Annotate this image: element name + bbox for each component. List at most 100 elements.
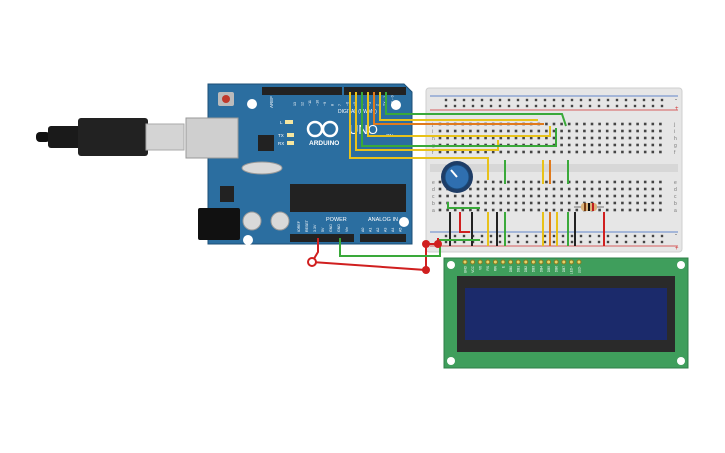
breadboard-hole[interactable] (491, 136, 495, 140)
breadboard-hole[interactable] (560, 143, 563, 147)
rail-hole[interactable] (471, 98, 475, 102)
breadboard-hole[interactable] (643, 136, 647, 140)
breadboard-hole[interactable] (598, 208, 601, 212)
breadboard-hole[interactable] (613, 122, 617, 126)
rail-hole[interactable] (651, 234, 655, 238)
breadboard-hole[interactable] (499, 136, 503, 140)
rail-hole[interactable] (507, 234, 511, 238)
rail-hole[interactable] (642, 98, 646, 102)
breadboard-hole[interactable] (605, 187, 609, 191)
rail-hole[interactable] (552, 98, 556, 102)
breadboard-hole[interactable] (659, 201, 662, 205)
breadboard-hole[interactable] (491, 187, 495, 191)
breadboard-hole[interactable] (636, 187, 639, 191)
rail-hole[interactable] (642, 240, 646, 244)
rail-hole[interactable] (660, 240, 664, 244)
breadboard-hole[interactable] (575, 122, 579, 126)
rail-hole[interactable] (498, 240, 502, 244)
breadboard-hole[interactable] (453, 208, 457, 212)
breadboard-hole[interactable] (598, 143, 601, 147)
rail-hole[interactable] (561, 240, 565, 244)
breadboard-hole[interactable] (598, 194, 601, 198)
wire-yellow-d2[interactable] (379, 92, 538, 121)
breadboard-hole[interactable] (461, 150, 465, 154)
rail-hole[interactable] (453, 104, 457, 108)
lcd-pin[interactable] (561, 259, 567, 265)
breadboard-hole[interactable] (621, 136, 624, 140)
breadboard-hole[interactable] (651, 187, 655, 191)
breadboard-hole[interactable] (446, 136, 449, 140)
lcd-pin[interactable] (546, 259, 552, 265)
breadboard-hole[interactable] (659, 122, 662, 126)
rail-hole[interactable] (525, 240, 529, 244)
breadboard-hole[interactable] (605, 150, 609, 154)
rail-hole[interactable] (570, 98, 574, 102)
lcd-pin[interactable] (530, 259, 536, 265)
breadboard-hole[interactable] (567, 122, 571, 126)
breadboard-hole[interactable] (469, 187, 472, 191)
breadboard-hole[interactable] (575, 150, 579, 154)
lcd-pin[interactable] (568, 259, 574, 265)
breadboard-hole[interactable] (484, 129, 487, 133)
rail-hole[interactable] (507, 98, 511, 102)
breadboard-hole[interactable] (476, 136, 480, 140)
rail-hole[interactable] (516, 104, 520, 108)
breadboard-hole[interactable] (484, 136, 487, 140)
breadboard-hole[interactable] (575, 201, 579, 205)
breadboard-hole[interactable] (499, 194, 503, 198)
breadboard-hole[interactable] (651, 150, 655, 154)
breadboard-hole[interactable] (659, 208, 662, 212)
breadboard-hole[interactable] (545, 201, 548, 205)
breadboard-hole[interactable] (583, 180, 586, 184)
breadboard-hole[interactable] (621, 143, 624, 147)
rail-hole[interactable] (462, 98, 466, 102)
breadboard-hole[interactable] (590, 143, 594, 147)
breadboard-hole[interactable] (461, 129, 465, 133)
breadboard-hole[interactable] (567, 129, 571, 133)
breadboard-hole[interactable] (552, 187, 556, 191)
breadboard-hole[interactable] (522, 180, 525, 184)
breadboard-hole[interactable] (598, 187, 601, 191)
breadboard-hole[interactable] (522, 194, 525, 198)
rail-hole[interactable] (453, 240, 457, 244)
breadboard-hole[interactable] (453, 201, 457, 205)
breadboard-hole[interactable] (514, 129, 518, 133)
breadboard-hole[interactable] (605, 208, 609, 212)
breadboard-hole[interactable] (491, 129, 495, 133)
rail-hole[interactable] (624, 234, 628, 238)
rail-hole[interactable] (498, 104, 502, 108)
breadboard-hole[interactable] (575, 143, 579, 147)
breadboard-hole[interactable] (545, 208, 548, 212)
breadboard-hole[interactable] (545, 187, 548, 191)
breadboard-hole[interactable] (438, 129, 442, 133)
breadboard-hole[interactable] (438, 136, 442, 140)
breadboard-hole[interactable] (484, 187, 487, 191)
breadboard-hole[interactable] (499, 129, 503, 133)
rail-hole[interactable] (552, 104, 556, 108)
breadboard-hole[interactable] (567, 187, 571, 191)
breadboard-hole[interactable] (476, 180, 480, 184)
breadboard-hole[interactable] (446, 194, 449, 198)
breadboard-hole[interactable] (461, 136, 465, 140)
breadboard-hole[interactable] (659, 129, 662, 133)
breadboard-hole[interactable] (621, 150, 624, 154)
breadboard-hole[interactable] (560, 150, 563, 154)
breadboard-hole[interactable] (514, 194, 518, 198)
breadboard-hole[interactable] (453, 129, 457, 133)
rail-hole[interactable] (633, 234, 637, 238)
breadboard-hole[interactable] (567, 143, 571, 147)
rail-hole[interactable] (561, 234, 565, 238)
breadboard-hole[interactable] (590, 194, 594, 198)
breadboard-hole[interactable] (583, 150, 586, 154)
rail-hole[interactable] (660, 234, 664, 238)
rail-hole[interactable] (480, 104, 484, 108)
breadboard-hole[interactable] (552, 180, 556, 184)
lcd-pin[interactable] (508, 259, 514, 265)
breadboard-hole[interactable] (507, 201, 510, 205)
rail-hole[interactable] (534, 234, 538, 238)
breadboard-hole[interactable] (438, 150, 442, 154)
breadboard-hole[interactable] (643, 187, 647, 191)
lcd-pin[interactable] (515, 259, 521, 265)
breadboard-hole[interactable] (628, 194, 632, 198)
rail-hole[interactable] (633, 240, 637, 244)
